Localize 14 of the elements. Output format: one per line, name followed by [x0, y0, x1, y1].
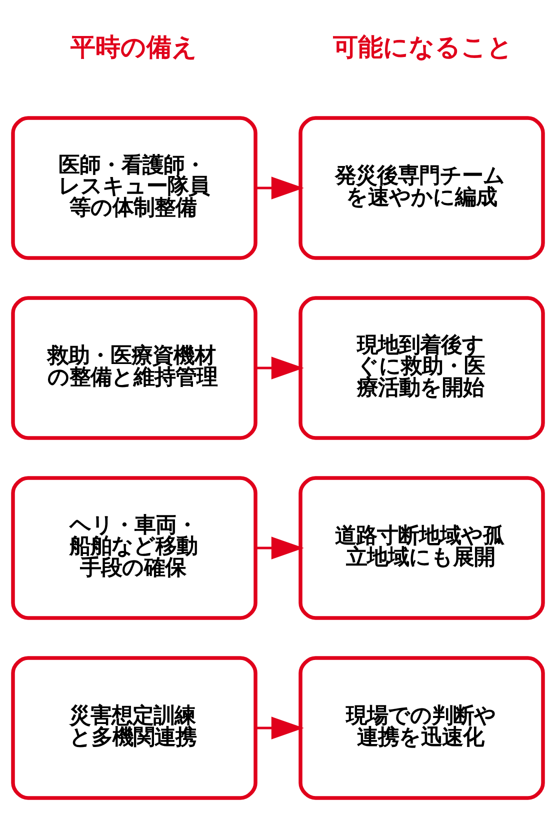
node-box: 災害想定訓練と多機関連携	[11, 656, 258, 800]
node-box: 現地到着後すぐに救助・医療活動を開始	[298, 296, 545, 440]
label: 可能になること	[333, 32, 513, 62]
label: 平時の備え	[70, 32, 198, 62]
node-box: 現場での判断や連携を迅速化	[298, 656, 545, 800]
arrow	[256, 716, 304, 740]
node-box: 医師・看護師・レスキュー隊員等の体制整備	[11, 116, 258, 260]
node-box: 発災後専門チームを速やかに編成	[298, 116, 545, 260]
node-box: 救助・医療資機材の整備と維持管理	[11, 296, 258, 440]
arrow	[256, 536, 304, 560]
node-box: 道路寸断地域や孤立地域にも展開	[298, 476, 545, 620]
arrow	[256, 356, 304, 380]
node-box: ヘリ・車両・船舶など移動手段の確保	[11, 476, 258, 620]
arrow	[256, 176, 304, 200]
